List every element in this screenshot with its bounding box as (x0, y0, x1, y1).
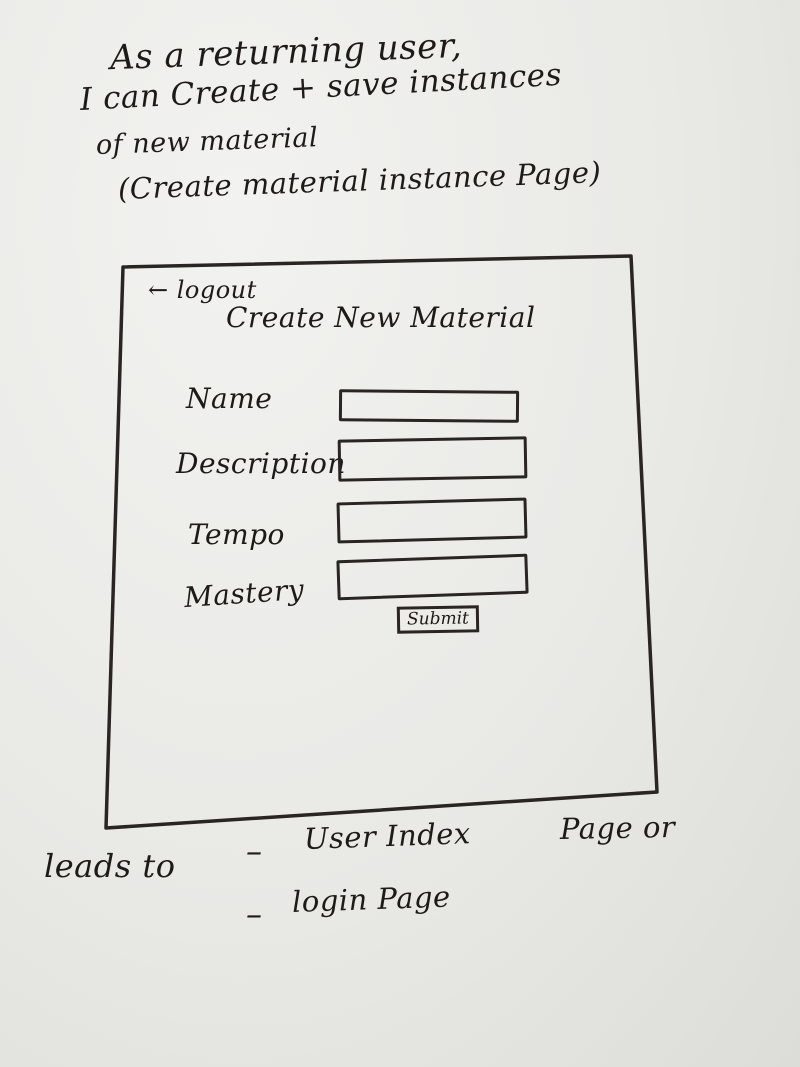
page-name-note: (Create material instance Page) (117, 155, 602, 206)
mastery-label: Mastery (182, 572, 306, 615)
description-input[interactable] (337, 436, 528, 482)
leads-to-label: leads to (44, 847, 176, 885)
story-line: of new material (95, 122, 319, 161)
destination-user-index: User Index (303, 816, 472, 856)
destination-login-page: login Page (291, 879, 452, 919)
submit-button[interactable]: Submit (396, 605, 480, 634)
destination-connector: Page or (559, 809, 676, 846)
description-label: Description (176, 447, 346, 480)
mastery-input[interactable] (336, 553, 529, 601)
bullet-dash: – (246, 832, 263, 870)
tempo-input[interactable] (336, 497, 528, 544)
tempo-label: Tempo (188, 518, 285, 551)
name-input[interactable] (338, 389, 520, 423)
logout-link[interactable]: ← logout (148, 276, 257, 304)
page-title: Create New Material (226, 301, 536, 334)
name-label: Name (186, 382, 273, 415)
bullet-dash: – (246, 895, 263, 933)
